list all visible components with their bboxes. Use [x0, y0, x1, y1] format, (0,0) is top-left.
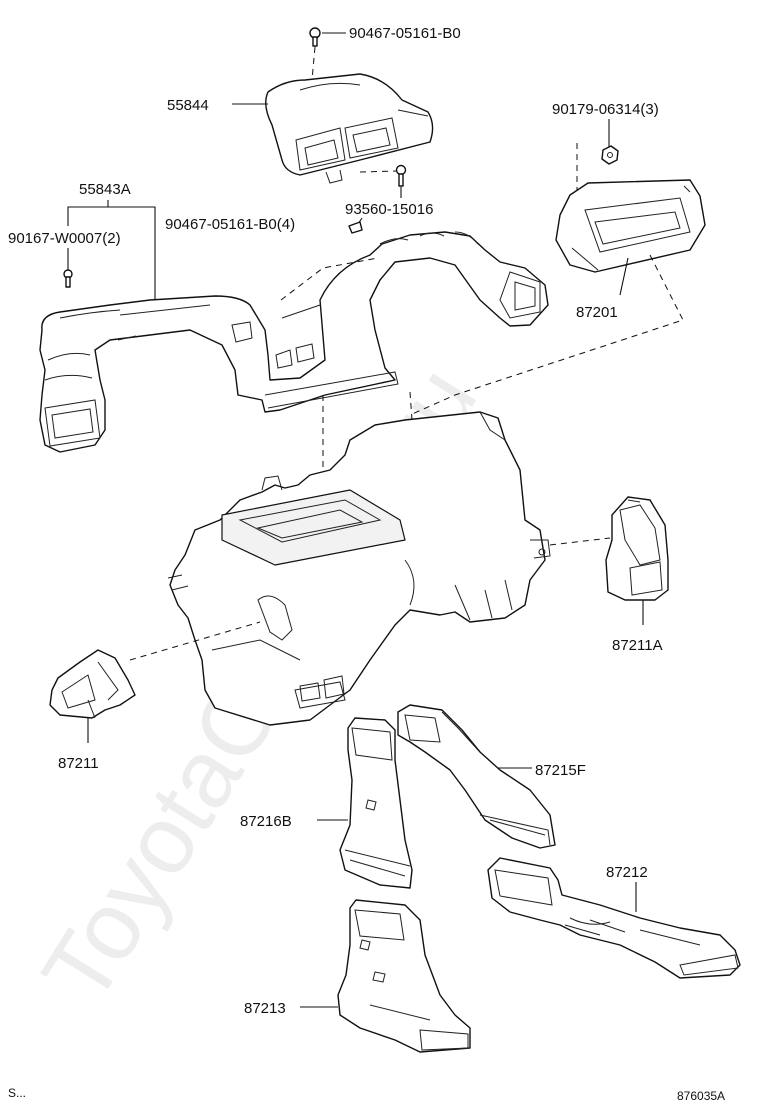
footer-left-code: S...	[8, 1086, 26, 1100]
label-screw-top: 90467-05161-B0	[349, 25, 461, 42]
duct-87211a	[605, 496, 669, 601]
footer-diagram-number: 876035A	[677, 1089, 725, 1103]
clip-93560-icon	[348, 221, 363, 234]
label-screw-90467-4: 90467-05161-B0(4)	[165, 216, 295, 233]
label-duct-55844: 55844	[167, 97, 209, 114]
duct-87213	[337, 899, 471, 1053]
nut-icon	[601, 145, 619, 165]
clip-90167-icon	[63, 269, 73, 288]
screw-top-icon	[309, 27, 321, 47]
label-duct-55843a: 55843A	[79, 181, 131, 198]
label-duct-87211a: 87211A	[612, 637, 663, 654]
duct-87211	[49, 649, 136, 719]
label-duct-87213: 87213	[244, 1000, 286, 1017]
heater-unit	[167, 411, 551, 726]
duct-87216b	[339, 717, 413, 889]
duct-87215f	[397, 704, 556, 849]
label-duct-87211: 87211	[58, 755, 99, 772]
screw-4-icon	[395, 164, 407, 187]
label-clip-93560: 93560-15016	[345, 201, 433, 218]
duct-55844	[265, 73, 434, 184]
label-duct-87215f: 87215F	[535, 762, 586, 779]
vent-87201	[555, 179, 706, 273]
label-nut-90179: 90179-06314(3)	[552, 101, 659, 118]
label-clip-90167: 90167-W0007(2)	[8, 230, 121, 247]
duct-55843a	[39, 231, 549, 453]
label-duct-87216b: 87216B	[240, 813, 292, 830]
label-vent-87201: 87201	[576, 304, 618, 321]
label-duct-87212: 87212	[606, 864, 648, 881]
duct-87212	[487, 857, 741, 979]
